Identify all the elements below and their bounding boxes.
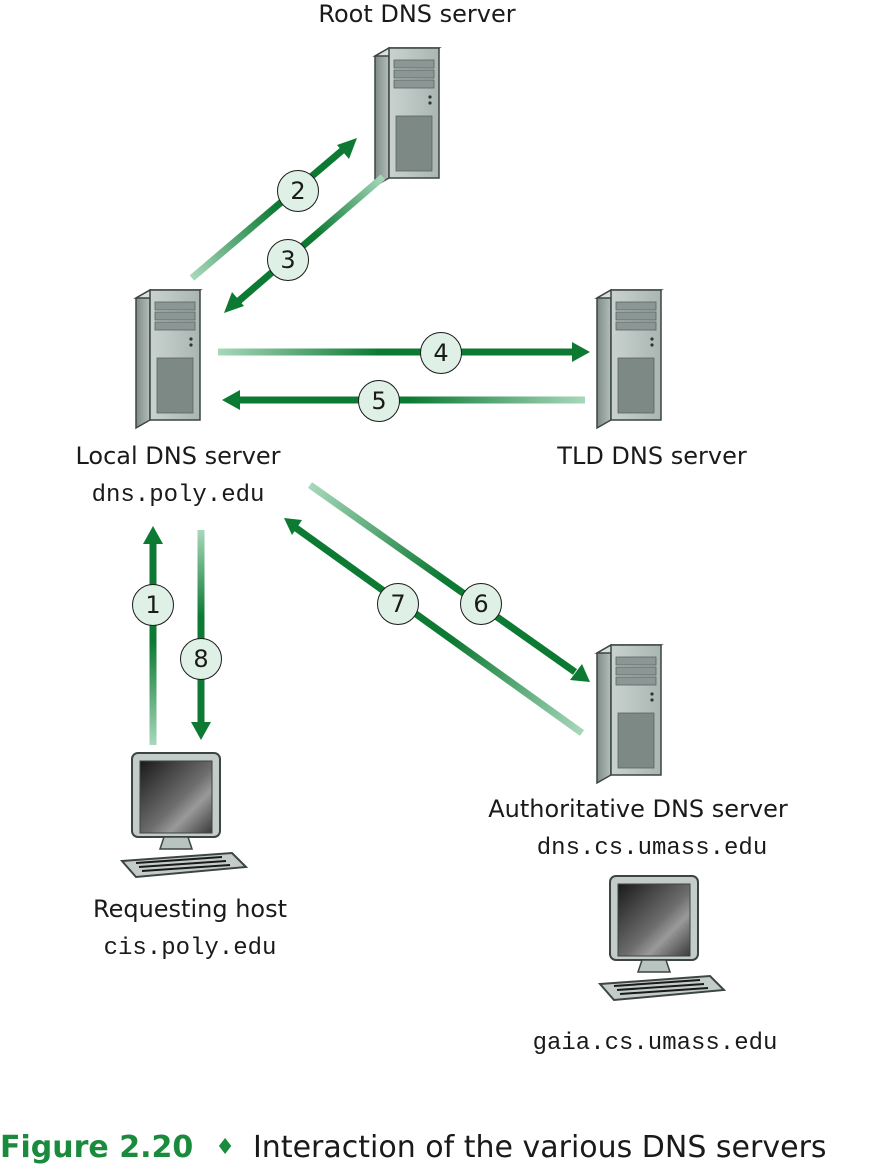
step-badge-7: 7 [377, 583, 419, 625]
figure-caption: Figure 2.20 ♦ Interaction of the various D… [0, 1130, 827, 1165]
requesting-host-label: Requesting host [92, 895, 288, 923]
target-host-computer-icon [599, 875, 725, 1001]
arrow-step-8 [191, 530, 211, 740]
requesting-host-hostname: cis.poly.edu [103, 935, 277, 962]
step-badge-4: 4 [420, 332, 462, 374]
requesting-host-computer-icon [121, 752, 247, 878]
step-badge-1: 1 [132, 584, 174, 626]
root-dns-server-label: Root DNS server [318, 0, 516, 28]
arrow-step-1 [143, 526, 163, 745]
step-badge-5: 5 [358, 380, 400, 422]
step-badge-2: 2 [277, 170, 319, 212]
local-dns-server-icon [135, 289, 201, 429]
arrow-step-4 [218, 342, 590, 362]
step-badge-6: 6 [460, 583, 502, 625]
caption-diamond-icon: ♦ [215, 1135, 235, 1160]
arrow-step-5 [222, 390, 585, 410]
target-host-hostname: gaia.cs.umass.edu [532, 1030, 778, 1057]
step-badge-3: 3 [267, 239, 309, 281]
local-dns-hostname: dns.poly.edu [91, 482, 265, 509]
authoritative-dns-server-icon [596, 644, 662, 784]
tld-dns-server-label: TLD DNS server [557, 442, 747, 470]
local-dns-server-label: Local DNS server [75, 442, 281, 470]
caption-text: Interaction of the various DNS servers [252, 1130, 827, 1165]
arrow-step-6 [307, 482, 590, 682]
tld-dns-server-icon [596, 289, 662, 429]
arrow-step-7 [284, 518, 585, 736]
arrow-step-3 [224, 174, 386, 313]
figure-number: Figure 2.20 [0, 1130, 194, 1165]
authoritative-dns-hostname: dns.cs.umass.edu [536, 835, 768, 862]
step-badge-8: 8 [180, 638, 222, 680]
authoritative-dns-server-label: Authoritative DNS server [488, 795, 788, 823]
arrow-step-2 [189, 138, 357, 281]
root-dns-server-icon [374, 47, 440, 187]
